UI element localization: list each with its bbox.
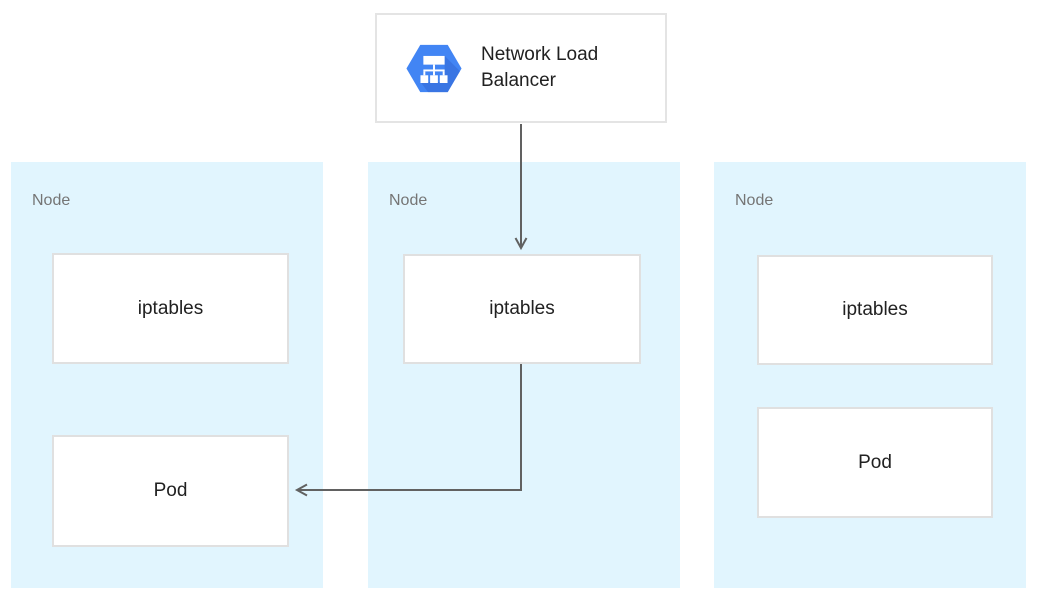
node-label: Node xyxy=(32,192,71,209)
iptables-box-left: iptables xyxy=(52,253,289,364)
node-label: Node xyxy=(735,192,774,209)
iptables-box-middle: iptables xyxy=(403,254,641,364)
pod-box-left: Pod xyxy=(52,435,289,547)
iptables-box-right: iptables xyxy=(757,255,993,365)
node-panel-right: Node iptables Pod xyxy=(714,162,1026,588)
network-load-balancer-card: Network Load Balancer xyxy=(375,13,667,123)
pod-box-right: Pod xyxy=(757,407,993,518)
network-load-balancer-label: Network Load Balancer xyxy=(481,44,599,91)
node-panel-left: Node iptables Pod xyxy=(11,162,323,588)
node-label: Node xyxy=(389,192,428,209)
node-panel-middle: Node iptables xyxy=(368,162,680,588)
network-load-balancer-hexagon-icon xyxy=(406,44,462,92)
